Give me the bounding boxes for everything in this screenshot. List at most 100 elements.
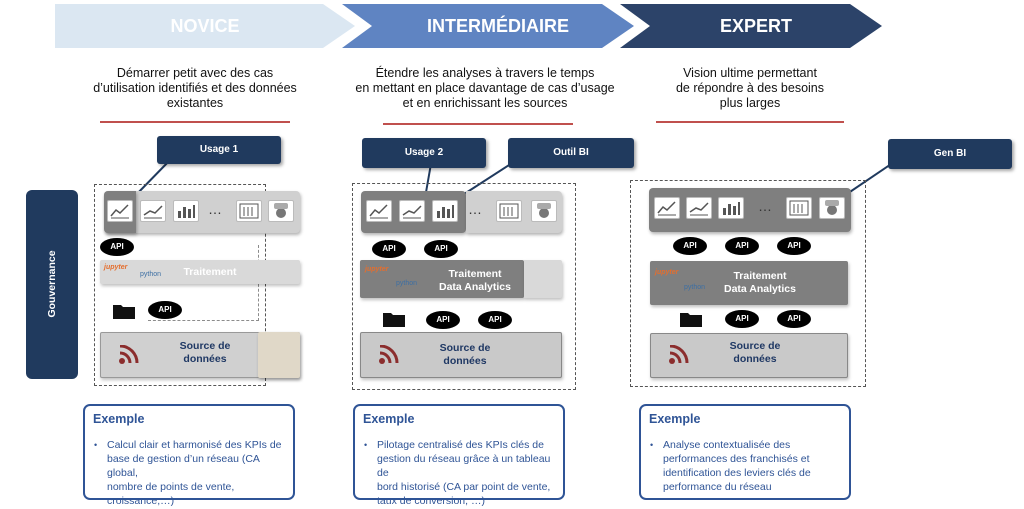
example-line: Pilotage centralisé des KPIs clés de <box>377 439 544 451</box>
folder-icon <box>383 313 405 327</box>
dashboard-icon <box>236 200 262 222</box>
example-title: Exemple <box>363 412 415 426</box>
description-line: existantes <box>166 96 224 110</box>
example-line: taux de conversion, …) <box>377 495 485 507</box>
expert-traitement-band <box>650 261 848 305</box>
api-badge: API <box>148 301 182 319</box>
description-line: Vision ultime permettant <box>683 66 817 80</box>
divider-expert <box>656 121 844 123</box>
trend-chart-icon <box>399 200 425 222</box>
example-line: gestion du réseau grâce à un tableau de <box>377 453 551 479</box>
api-badge: API <box>100 238 134 256</box>
bar-chart-icon <box>718 197 744 219</box>
callout-label: Gen BI <box>933 148 967 159</box>
novice-traitement-label: Traitement <box>183 266 237 278</box>
source-line: Source de <box>729 340 781 352</box>
more-tools-dots: … <box>208 201 222 217</box>
folder-icon <box>113 305 135 319</box>
jupyter-logo: jupyter <box>655 269 679 276</box>
source-line: données <box>733 353 777 365</box>
jupyter-logo: jupyter <box>104 264 128 271</box>
api-badge: API <box>777 237 811 255</box>
example-text: Calcul clair et harmonisé des KPIs de ba… <box>107 438 285 508</box>
example-line: identification des leviers clés de <box>663 467 811 479</box>
callout-label: Outil BI <box>553 147 589 158</box>
api-badge: API <box>426 311 460 329</box>
expert-traitement-label: Traitement Data Analytics <box>705 270 815 296</box>
assistant-icon <box>268 200 294 222</box>
description-line: Démarrer petit avec des cas <box>116 66 274 80</box>
novice-scope-frame <box>94 184 266 386</box>
api-badge: API <box>424 240 458 258</box>
bar-chart-icon <box>173 200 199 222</box>
assistant-icon <box>531 200 557 222</box>
dashboard-icon <box>496 200 522 222</box>
novice-traitement-band <box>100 260 300 284</box>
api-badge: API <box>725 237 759 255</box>
intermediaire-traitement-label: Traitement Data Analytics <box>420 268 530 294</box>
example-line: Calcul clair et harmonisé des KPIs de <box>107 439 282 451</box>
chevron-shape-expert <box>620 4 882 48</box>
description-line: d’utilisation identifiés et des données <box>93 81 297 95</box>
example-line: performance du réseau <box>663 481 772 493</box>
description-line: plus larges <box>719 96 781 110</box>
expert-scope-frame <box>630 180 866 387</box>
example-line: Analyse contextualisée des <box>663 439 791 451</box>
novice-source-extension <box>258 332 300 378</box>
example-line: croissance,…) <box>107 495 175 507</box>
description-line: Étendre les analyses à travers le temps <box>375 66 595 80</box>
rss-feed-icon <box>119 345 139 364</box>
novice-toolbar <box>104 191 300 233</box>
more-tools-dots: … <box>758 198 772 214</box>
line-chart-icon <box>107 200 133 222</box>
intermediaire-traitement-band <box>360 260 524 298</box>
callout-usage-1: Usage 1 <box>157 136 281 164</box>
line-chart-icon <box>366 200 392 222</box>
source-line: Source de <box>179 340 231 352</box>
intermediaire-source-label: Source de données <box>420 342 510 368</box>
chevron-shape-novice <box>55 4 355 48</box>
expert-source-band <box>650 333 848 378</box>
traitement-line: Data Analytics <box>724 283 796 295</box>
line-chart-icon <box>654 197 680 219</box>
bar-chart-icon <box>432 200 458 222</box>
intermediaire-scope-frame <box>352 183 576 390</box>
stage-label: INTERMÉDIAIRE <box>426 16 569 36</box>
novice-source-label: Source de données <box>160 340 250 366</box>
more-tools-dots: … <box>468 201 482 217</box>
source-line: données <box>183 353 227 365</box>
divider-intermediaire <box>383 123 573 125</box>
callout-label: Usage 1 <box>199 144 239 155</box>
python-logo: python <box>684 284 706 291</box>
example-title: Exemple <box>649 412 701 426</box>
description-line: et en enrichissant les sources <box>402 96 568 110</box>
rss-feed-icon <box>669 345 689 364</box>
example-line: nombre de points de vente, <box>107 481 235 493</box>
bullet-icon: • <box>94 440 98 450</box>
folder-icon <box>680 313 702 327</box>
stage-novice: NOVICE <box>55 4 355 48</box>
jupyter-logo: jupyter <box>365 266 389 273</box>
trend-chart-icon <box>686 197 712 219</box>
bullet-icon: • <box>650 440 654 450</box>
example-card-novice: Exemple • Calcul clair et harmonisé des … <box>83 404 295 507</box>
trend-chart-icon <box>140 200 166 222</box>
example-text: Analyse contextualisée des performances … <box>663 438 841 494</box>
stage-label: EXPERT <box>719 16 793 36</box>
example-line: performances des franchisés et <box>663 453 810 465</box>
expert-source-label: Source de données <box>710 340 800 366</box>
rss-feed-icon <box>379 345 399 364</box>
stage-expert: EXPERT <box>620 4 882 48</box>
source-line: données <box>443 355 487 367</box>
chevron-shape-intermediaire <box>342 4 634 48</box>
example-text: Pilotage centralisé des KPIs clés de ges… <box>377 438 555 508</box>
description-line: de répondre à des besoins <box>675 81 825 95</box>
example-card-expert: Exemple • Analyse contextualisée des per… <box>639 404 851 500</box>
divider-novice <box>100 121 290 123</box>
traitement-line: Traitement <box>448 268 502 280</box>
assistant-icon <box>819 197 845 219</box>
example-line: base de gestion d’un réseau (CA global, <box>107 453 260 479</box>
stage-label: NOVICE <box>170 16 240 36</box>
callout-gen-bi: Gen BI <box>888 139 1012 169</box>
api-badge: API <box>673 237 707 255</box>
